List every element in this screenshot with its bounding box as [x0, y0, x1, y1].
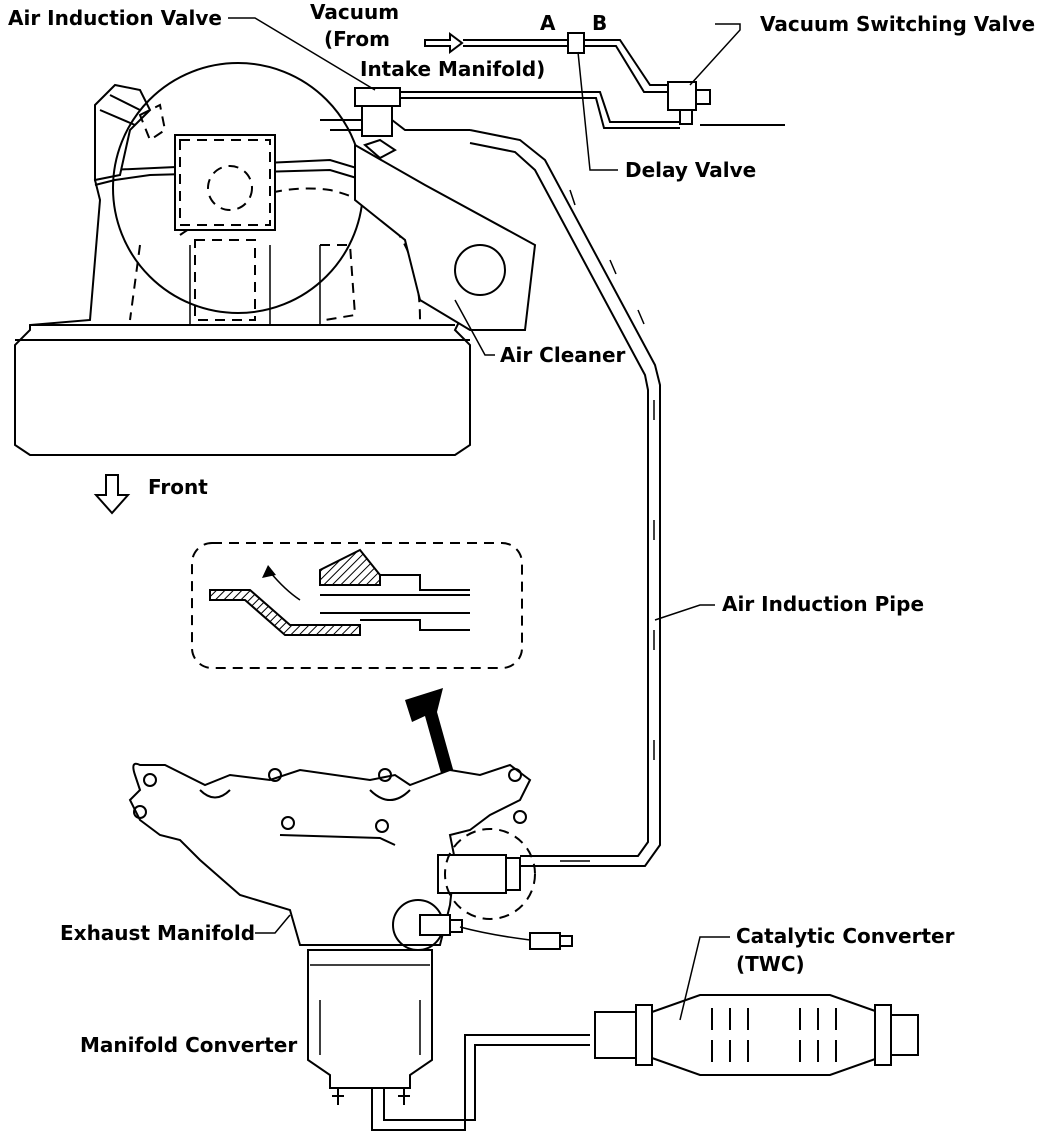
label-catalytic-converter: Catalytic Converter	[736, 924, 955, 948]
label-exhaust-manifold: Exhaust Manifold	[60, 921, 255, 945]
oxygen-sensor	[392, 899, 573, 951]
label-twc: (TWC)	[736, 952, 805, 976]
label-delay-valve: Delay Valve	[625, 158, 756, 182]
exhaust-pipe	[371, 1034, 590, 1131]
leader-lines	[228, 17, 741, 1021]
catalytic-converter	[594, 994, 919, 1076]
label-vacuum-switching-valve: Vacuum Switching Valve	[760, 12, 1035, 36]
front-arrow-icon	[93, 474, 131, 515]
vacuum-arrow	[424, 32, 464, 54]
label-port-a: A	[540, 11, 556, 35]
label-port-b: B	[592, 11, 607, 35]
air-cleaner-housing	[354, 143, 537, 331]
label-air-induction-pipe: Air Induction Pipe	[722, 592, 924, 616]
throttle-body	[174, 134, 276, 231]
air-induction-pipe	[469, 129, 661, 867]
exhaust-manifold	[128, 762, 532, 946]
vacuum-hoses	[400, 32, 785, 129]
label-vacuum-intake-manifold: Intake Manifold)	[360, 57, 545, 81]
label-vacuum: Vacuum	[310, 0, 399, 24]
zoom-inset	[191, 542, 523, 669]
vacuum-switching-valve	[667, 81, 711, 125]
air-induction-valve	[320, 87, 470, 160]
label-air-induction-valve: Air Induction Valve	[8, 6, 222, 30]
label-front: Front	[148, 475, 208, 499]
manifold-converter	[307, 949, 433, 1105]
air-injection-fitting	[437, 828, 536, 920]
label-vacuum-from: (From	[324, 27, 390, 51]
label-manifold-converter: Manifold Converter	[80, 1033, 297, 1057]
intake-connector	[94, 83, 167, 182]
label-air-cleaner: Air Cleaner	[500, 343, 626, 367]
